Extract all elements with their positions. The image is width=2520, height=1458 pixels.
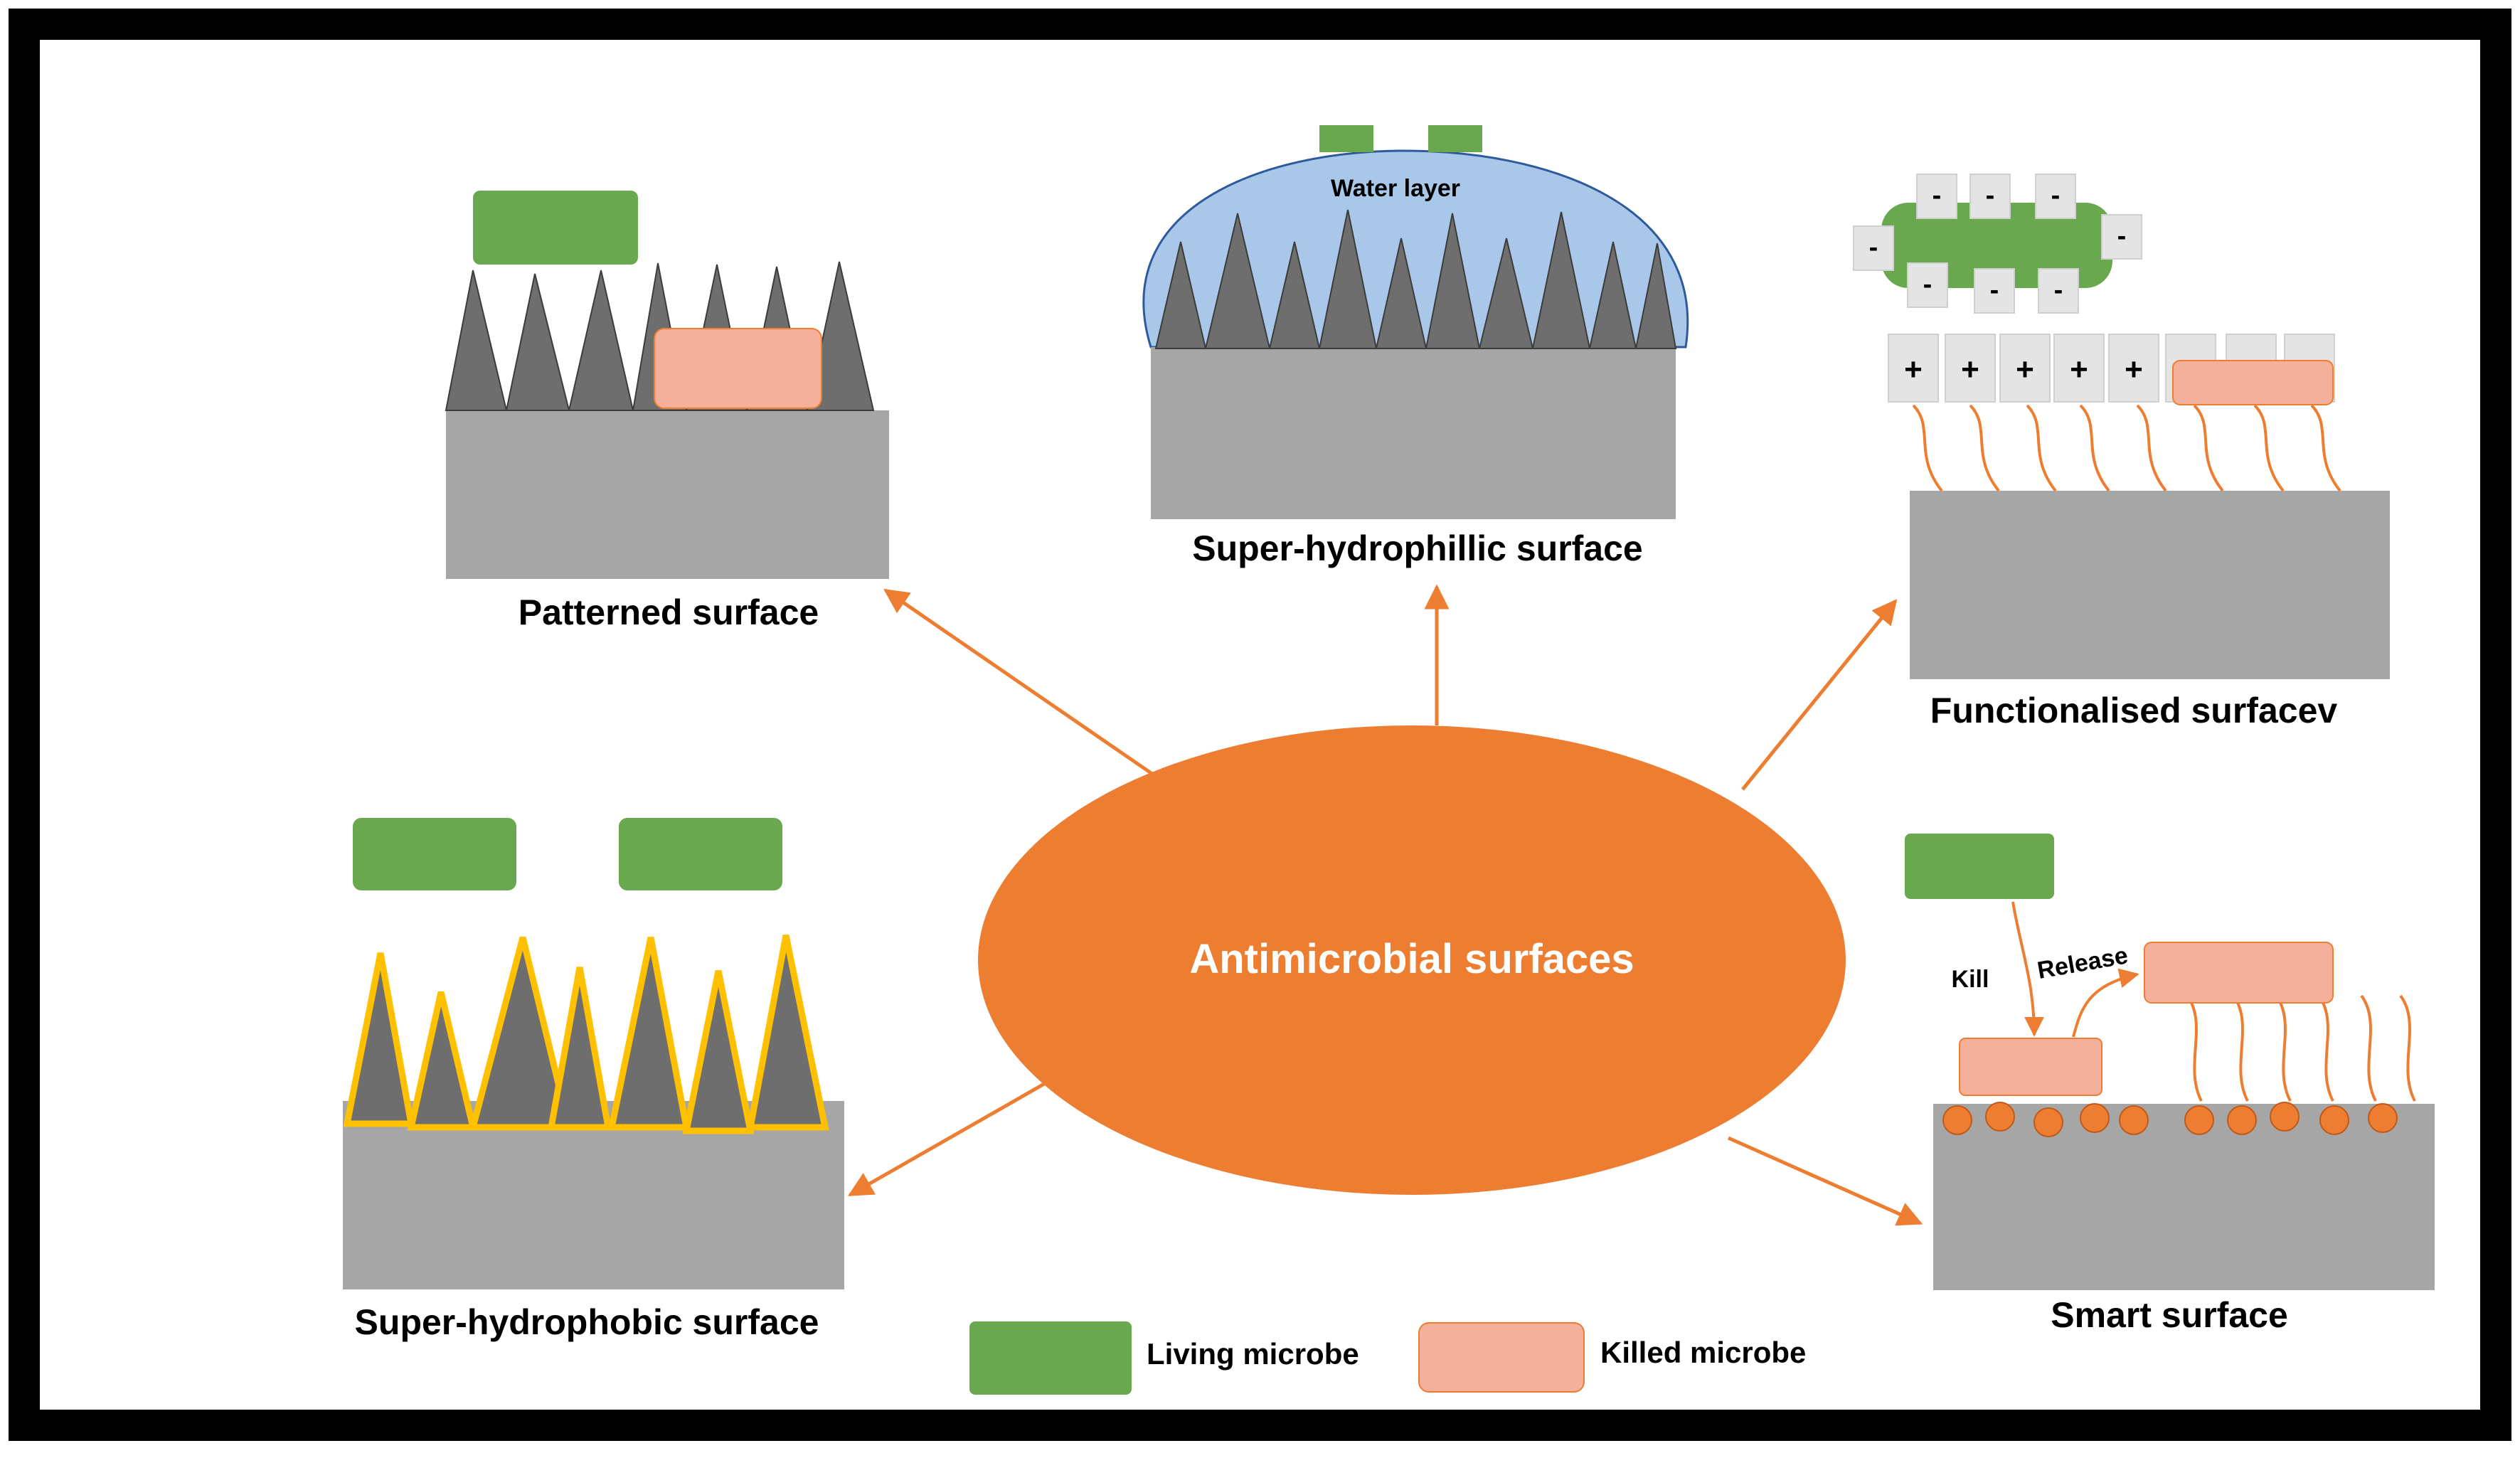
- svg-text:+: +: [2070, 352, 2088, 387]
- svg-text:-: -: [2054, 275, 2063, 305]
- svg-text:-: -: [1869, 233, 1878, 262]
- functionalised-surface-panel: + + + + + - - - - - - - - Functi: [1853, 174, 2390, 730]
- svg-text:+: +: [2016, 352, 2034, 387]
- patterned-substrate: [446, 410, 889, 579]
- center-ellipse: [978, 725, 1846, 1195]
- hydrophilic-surface-panel: Water layer Super-hydrophillic surface: [1142, 125, 1689, 568]
- functionalised-killed-microbe: [2172, 360, 2334, 405]
- smart-substrate: [1933, 1104, 2435, 1290]
- svg-text:-: -: [2117, 221, 2127, 251]
- smart-tethers: [2186, 994, 2416, 1102]
- positive-signs: + + + + +: [1904, 352, 2143, 387]
- patterned-killed-microbe: [654, 328, 822, 409]
- legend-living-swatch: [969, 1321, 1132, 1395]
- hydrophilic-surface-label: Super-hydrophillic surface: [1192, 528, 1642, 568]
- legend-killed-swatch: [1418, 1322, 1585, 1393]
- kill-arrow: [2011, 901, 2044, 1037]
- kill-label: Kill: [1952, 966, 1989, 993]
- connector-arrows: [847, 584, 1923, 1226]
- svg-text:-: -: [1990, 275, 1999, 305]
- patterned-surface-panel: Patterned surface: [445, 191, 889, 632]
- hydrophilic-living-microbe-2: [1428, 125, 1482, 152]
- hydrophilic-substrate: [1151, 347, 1676, 519]
- smart-living-microbe: [1905, 834, 2054, 899]
- svg-text:-: -: [2051, 181, 2061, 211]
- arrow-to-functionalised: [1741, 599, 1898, 791]
- svg-text:-: -: [1923, 270, 1932, 299]
- center-label: Antimicrobial surfaces: [1189, 936, 1634, 982]
- smart-killed-microbe-released: [2144, 942, 2334, 1004]
- hydrophobic-living-microbe-1: [353, 818, 516, 890]
- legend-killed-label: Killed microbe: [1600, 1336, 1806, 1369]
- legend-living-label: Living microbe: [1147, 1337, 1359, 1371]
- functionalised-tethers: [1912, 404, 2341, 492]
- svg-text:+: +: [1904, 352, 1923, 387]
- patterned-living-microbe: [473, 191, 638, 265]
- frame-border: [9, 9, 2511, 1441]
- hydrophobic-surface-label: Super-hydrophobic surface: [355, 1302, 819, 1342]
- negative-signs: - - - - - - - -: [1869, 181, 2127, 305]
- arrow-to-smart: [1727, 1136, 1923, 1226]
- hydrophobic-living-microbe-2: [619, 818, 782, 890]
- svg-text:-: -: [1986, 181, 1995, 211]
- release-arrow: [2072, 968, 2139, 1038]
- patterned-surface-label: Patterned surface: [519, 592, 819, 632]
- functionalised-surface-label: Functionalised surfacev: [1930, 691, 2338, 730]
- svg-text:+: +: [1961, 352, 1979, 387]
- arrow-to-patterned: [883, 588, 1161, 781]
- water-layer-label: Water layer: [1331, 175, 1460, 202]
- hydrophobic-substrate: [343, 1101, 844, 1289]
- svg-text:-: -: [1932, 181, 1942, 211]
- arrow-to-hydrophobic: [847, 1079, 1051, 1197]
- smart-surface-label: Smart surface: [2051, 1295, 2288, 1335]
- smart-killed-microbe-surface: [1959, 1038, 2102, 1096]
- smart-surface-panel: Kill Release Smart surface: [1905, 834, 2435, 1335]
- hydrophobic-spikes: [343, 935, 829, 1134]
- hydrophilic-spikes: [1154, 209, 1677, 349]
- negative-charge-boxes: [1853, 174, 2142, 314]
- hydrophobic-surface-panel: Super-hydrophobic surface: [343, 818, 844, 1342]
- legend: Living microbe Killed microbe: [969, 1321, 1806, 1395]
- smart-process-arrows: [2011, 901, 2139, 1038]
- svg-text:+: +: [2125, 352, 2143, 387]
- smart-surface-beads: [1942, 1102, 2398, 1137]
- hydrophilic-living-microbe-1: [1319, 125, 1373, 152]
- functionalised-substrate: [1910, 491, 2390, 679]
